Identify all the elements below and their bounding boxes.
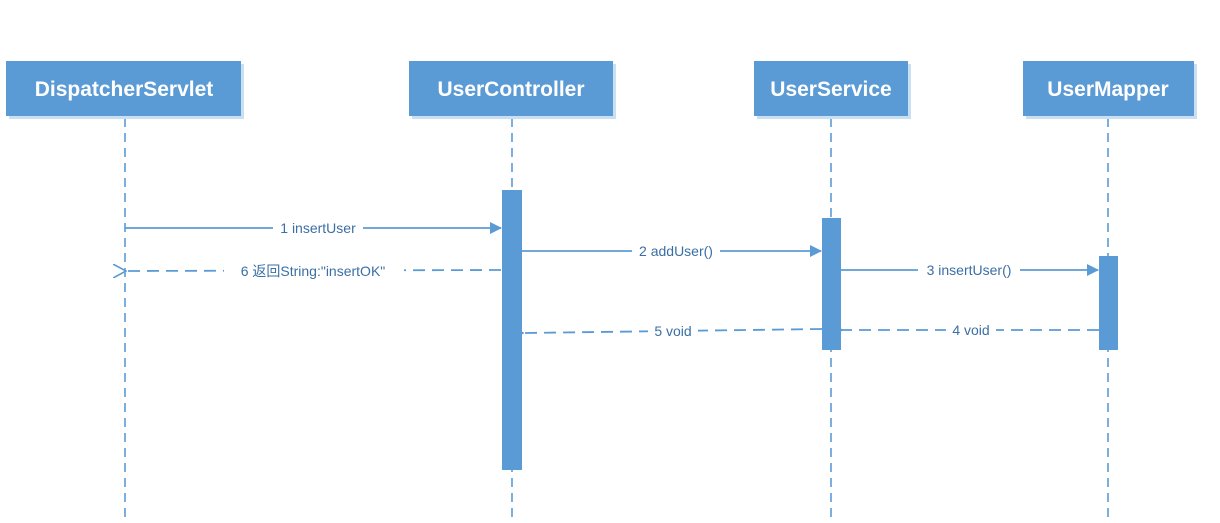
message-5-arrow [523, 329, 823, 333]
message-6-label: 6 返回String:"insertOK" [241, 263, 386, 279]
participant-service-label: UserService [770, 78, 891, 101]
participant-service: UserService [754, 61, 911, 119]
participant-mapper-label: UserMapper [1047, 78, 1168, 101]
participant-mapper: UserMapper [1023, 61, 1197, 119]
message-1-label: 1 insertUser [280, 220, 356, 236]
message-6-arrow [126, 270, 502, 271]
message-6-label-bg [224, 261, 404, 281]
message-2-label: 2 addUser() [639, 243, 713, 259]
activation-mapper [1099, 256, 1118, 350]
participant-dispatcher: DispatcherServlet [6, 61, 244, 119]
message-4-label-bg [946, 320, 996, 340]
message-2-label-bg [632, 241, 720, 261]
message-5-label-bg [648, 321, 698, 341]
message-3-label-bg [918, 260, 1020, 280]
message-4-label: 4 void [952, 322, 989, 338]
activation-service [822, 218, 841, 350]
participant-controller: UserController [409, 61, 616, 119]
message-3-label: 3 insertUser() [927, 262, 1012, 278]
message-5-label: 5 void [654, 323, 691, 339]
participant-dispatcher-label: DispatcherServlet [35, 78, 214, 101]
activation-controller [502, 190, 522, 470]
participant-controller-label: UserController [437, 78, 584, 101]
message-1-label-bg [273, 218, 363, 238]
